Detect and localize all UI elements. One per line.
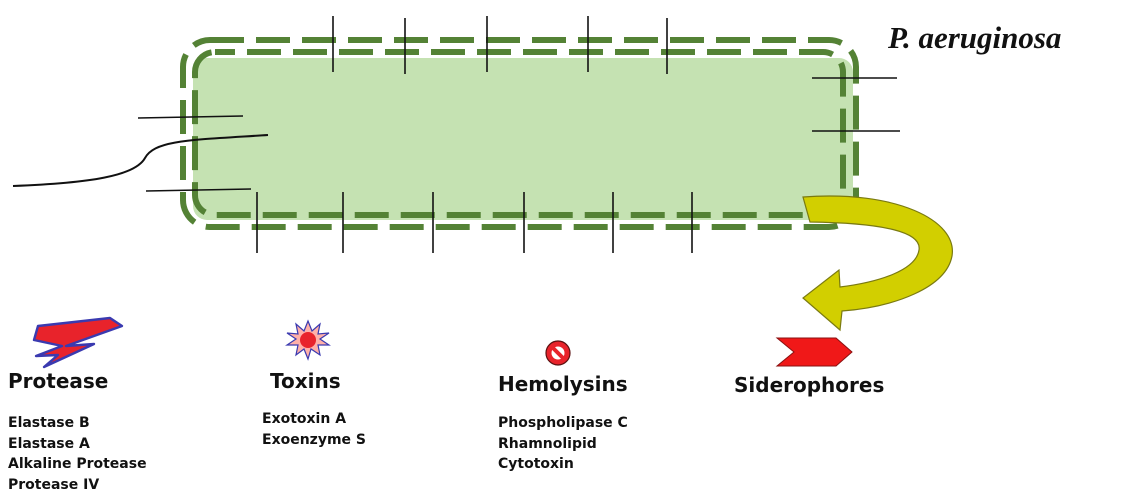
organism-name: P. aeruginosa	[888, 20, 1061, 56]
list-item: Elastase A	[8, 434, 147, 455]
cell-body	[193, 58, 853, 220]
list-item: Alkaline Protease	[8, 454, 147, 475]
list-item: Exoenzyme S	[262, 430, 366, 451]
category-hemolysins-title: Hemolysins	[498, 372, 628, 396]
no-symbol-icon	[546, 341, 570, 365]
category-toxins-items: Exotoxin A Exoenzyme S	[262, 409, 366, 450]
category-protease-title: Protease	[8, 369, 108, 393]
chevron-arrow-icon	[777, 338, 852, 366]
list-item: Protease IV	[8, 475, 147, 496]
lightning-bolt-icon	[34, 318, 122, 367]
list-item: Rhamnolipid	[498, 434, 628, 455]
starburst-icon	[287, 321, 329, 359]
list-item: Elastase B	[8, 413, 147, 434]
list-item: Cytotoxin	[498, 454, 628, 475]
category-siderophores-title: Siderophores	[734, 373, 884, 397]
category-toxins-title: Toxins	[270, 369, 341, 393]
category-protease-items: Elastase B Elastase A Alkaline Protease …	[8, 413, 147, 495]
category-hemolysins-items: Phospholipase C Rhamnolipid Cytotoxin	[498, 413, 628, 475]
list-item: Exotoxin A	[262, 409, 366, 430]
list-item: Phospholipase C	[498, 413, 628, 434]
secretion-arrow	[803, 196, 952, 330]
